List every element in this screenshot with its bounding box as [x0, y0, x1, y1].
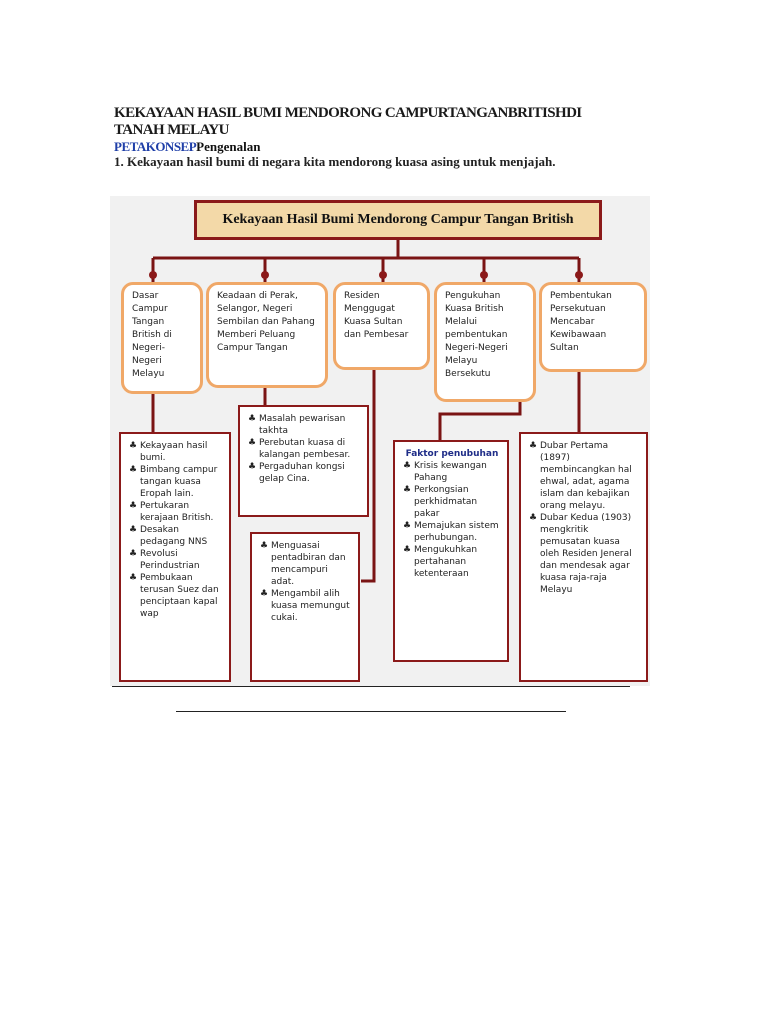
list-item: ♣Masalah pewarisan takhta	[248, 414, 346, 436]
detail-dasar: ♣Kekayaan hasil bumi. ♣Bimbang campur ta…	[119, 432, 231, 682]
faktor-penubuhan-heading: Faktor penubuhan	[405, 449, 499, 459]
club-icon: ♣	[248, 462, 257, 472]
club-icon: ♣	[129, 549, 138, 559]
intro-text: 1. Kekayaan hasil bumi di negara kita me…	[114, 154, 556, 169]
club-icon: ♣	[403, 461, 412, 471]
list-item: ♣Krisis kewangan Pahang	[403, 461, 487, 483]
list-item: ♣Dubar Pertama (1897) membincangkan hal …	[529, 441, 632, 511]
list-item: ♣Mengambil alih kuasa memungut cukai.	[260, 589, 350, 623]
diagram-title: Kekayaan Hasil Bumi Mendorong Campur Tan…	[194, 200, 602, 240]
club-icon: ♣	[529, 513, 538, 523]
detail-pembentukan: ♣Dubar Pertama (1897) membincangkan hal …	[519, 432, 648, 682]
document-heading: KEKAYAAN HASIL BUMI MENDORONG CAMPURTANG…	[114, 105, 582, 138]
club-icon: ♣	[248, 414, 257, 424]
subheading: PETAKONSEPPengenalan	[114, 139, 260, 154]
club-icon: ♣	[129, 573, 138, 583]
list-item: ♣Memajukan sistem perhubungan.	[403, 521, 499, 543]
club-icon: ♣	[403, 485, 412, 495]
peta-konsep-link[interactable]: PETAKONSEP	[114, 139, 197, 154]
club-icon: ♣	[403, 521, 412, 531]
list-item: ♣Kekayaan hasil bumi.	[129, 441, 208, 463]
club-icon: ♣	[529, 441, 538, 451]
club-icon: ♣	[403, 545, 412, 555]
box-dasar-campur-tangan: Dasar Campur Tangan British di Negeri-Ne…	[121, 282, 203, 394]
list-item: ♣Perkongsian perkhidmatan pakar	[403, 485, 478, 519]
list-item: ♣Revolusi Perindustrian	[129, 549, 200, 571]
box-residen: Residen Menggugat Kuasa Sultan dan Pembe…	[333, 282, 430, 370]
club-icon: ♣	[129, 501, 138, 511]
club-icon: ♣	[129, 525, 138, 535]
box-keadaan-negeri: Keadaan di Perak, Selangor, Negeri Sembi…	[206, 282, 328, 388]
list-item: ♣Mengukuhkan pertahanan ketenteraan	[403, 545, 478, 579]
list-item: ♣Desakan pedagang NNS	[129, 525, 208, 547]
list-item: ♣Pertukaran kerajaan British.	[129, 501, 214, 523]
list-item: ♣Pembukaan terusan Suez dan penciptaan k…	[129, 573, 219, 619]
club-icon: ♣	[129, 465, 138, 475]
club-icon: ♣	[260, 589, 269, 599]
list-item: ♣Menguasai pentadbiran dan mencampuri ad…	[260, 541, 346, 587]
club-icon: ♣	[260, 541, 269, 551]
list-item: ♣Pergaduhan kongsi gelap Cina.	[248, 462, 345, 484]
list-item: ♣Bimbang campur tangan kuasa Eropah lain…	[129, 465, 218, 499]
detail-keadaan: ♣Masalah pewarisan takhta ♣Perebutan kua…	[238, 405, 369, 517]
divider-line	[176, 711, 566, 712]
list-item: ♣Dubar Kedua (1903) mengkritik pemusatan…	[529, 513, 632, 595]
detail-residen: ♣Menguasai pentadbiran dan mencampuri ad…	[250, 532, 360, 682]
pengenalan-label: Pengenalan	[196, 139, 261, 154]
club-icon: ♣	[129, 441, 138, 451]
divider-line	[112, 686, 630, 687]
box-pengukuhan-kuasa: Pengukuhan Kuasa British Melalui pembent…	[434, 282, 536, 402]
list-item: ♣Perebutan kuasa di kalangan pembesar.	[248, 438, 351, 460]
club-icon: ♣	[248, 438, 257, 448]
box-pembentukan-persekutuan: Pembentukan Persekutuan Mencabar Kewibaw…	[539, 282, 647, 372]
detail-pengukuhan: Faktor penubuhan ♣Krisis kewangan Pahang…	[393, 440, 509, 662]
